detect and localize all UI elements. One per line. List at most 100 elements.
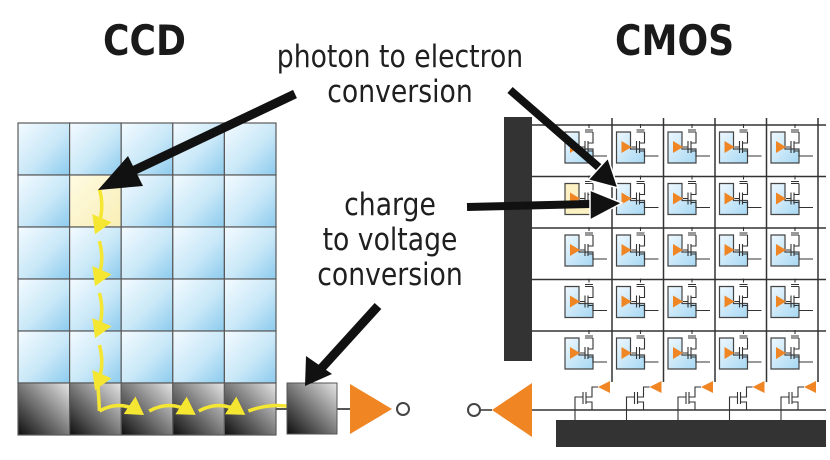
charge-path-horizontal-arrow: [148, 396, 196, 415]
pixel-amplifier-icon: [776, 295, 786, 308]
cmos-pixel: [770, 278, 813, 319]
pixel-transistor-icon: [786, 278, 813, 312]
pixel-amplifier-icon: [621, 141, 632, 153]
cmos-pixel: [564, 278, 607, 319]
pixel-amplifier-icon: [776, 192, 786, 205]
ccd-pixel: [172, 330, 226, 384]
column-amplifier-icon: [701, 381, 713, 393]
pixel-amplifier-icon: [673, 347, 683, 359]
photon-label-line2: conversion: [327, 74, 473, 110]
ccd-pixel: [120, 330, 174, 384]
ccd-amplifier-icon: [350, 384, 392, 434]
pixel-transistor-icon: [786, 175, 813, 209]
ccd-pixel: [68, 226, 122, 280]
cmos-pixel: [615, 124, 659, 164]
ccd-pixel: [172, 174, 226, 228]
charge-path-vertical-arrow: [92, 292, 112, 339]
column-switch-transistor-icon: [625, 386, 650, 420]
column-amplifier-stage: [677, 381, 713, 420]
cmos-row-select-bus: [504, 117, 532, 361]
pixel-transistor-icon: [734, 278, 762, 312]
column-amplifier-stage: [780, 381, 816, 420]
cmos-pixel: [667, 124, 710, 164]
cmos-pixel: [667, 278, 710, 319]
charge-label-line1: charge: [344, 187, 436, 223]
pixel-amplifier-icon: [724, 244, 735, 256]
cmos-column-bus: [556, 420, 826, 447]
column-switch-transistor-icon: [780, 386, 804, 420]
cmos-title: CMOS: [615, 16, 735, 65]
cmos-pixel: [718, 278, 762, 319]
cmos-pixel: [615, 227, 659, 267]
pixel-transistor-icon: [734, 124, 762, 157]
charge-path-vertical-arrow: [92, 240, 112, 287]
pixel-transistor-icon: [683, 124, 710, 157]
pixel-transistor-icon: [683, 175, 710, 209]
cmos-pixel: [718, 175, 762, 216]
cmos-column-amplifiers: [574, 381, 816, 420]
ccd-pixel-array: [17, 122, 277, 384]
cmos-pixel: [564, 330, 607, 370]
column-switch-transistor-icon: [677, 386, 701, 420]
column-amplifier-stage: [625, 381, 662, 420]
pixel-amplifier-icon: [776, 141, 786, 153]
pixel-amplifier-icon: [724, 192, 735, 205]
pixel-transistor-icon: [631, 330, 659, 363]
ccd-pixel: [223, 174, 277, 228]
ccd-output-node: [286, 382, 338, 435]
ccd-register-cell: [17, 382, 71, 436]
pixel-transistor-icon: [734, 330, 762, 363]
ccd-register-cell: [172, 382, 226, 436]
pixel-amplifier-icon: [570, 347, 580, 359]
cmos-pixel: [770, 175, 813, 216]
pixel-transistor-icon: [580, 124, 607, 157]
ccd-pixel: [223, 226, 277, 280]
ccd-pixel: [68, 278, 122, 332]
ccd-pixel: [120, 226, 174, 280]
cmos-pixel: [718, 124, 762, 164]
column-switch-transistor-icon: [574, 386, 598, 420]
column-amplifier-icon: [804, 381, 816, 393]
column-amplifier-icon: [752, 381, 765, 393]
cmos-pixel: [564, 227, 607, 267]
charge-path-horizontal-arrow: [98, 396, 145, 415]
ccd-register-cell: [68, 382, 122, 436]
charge-to-voltage-label: charge to voltage conversion: [295, 188, 484, 293]
pixel-amplifier-icon: [724, 295, 735, 308]
pixel-amplifier-icon: [673, 295, 683, 308]
pixel-amplifier-icon: [724, 347, 735, 359]
ccd-pixel: [17, 174, 71, 228]
ccd-register-cell: [120, 382, 174, 436]
pixel-transistor-icon: [786, 124, 813, 157]
pixel-transistor-icon: [631, 278, 659, 312]
photon-label-line1: photon to electron: [276, 39, 524, 75]
charge-path-horizontal-arrow: [197, 396, 246, 415]
pixel-amplifier-icon: [570, 244, 580, 256]
cmos-pixel: [770, 227, 813, 267]
pixel-transistor-icon: [734, 227, 762, 260]
pixel-transistor-icon: [580, 330, 607, 363]
cmos-pixel: [615, 278, 659, 319]
pixel-transistor-icon: [683, 227, 710, 260]
pixel-transistor-icon: [580, 278, 607, 312]
pixel-amplifier-icon: [621, 295, 632, 308]
cmos-pixel: [667, 175, 710, 216]
pixel-transistor-icon: [631, 175, 659, 209]
column-amplifier-icon: [598, 381, 610, 393]
cmos-pixel: [667, 227, 710, 267]
ccd-pixel: [17, 226, 71, 280]
cmos-pixel: [718, 227, 762, 267]
cmos-pixel: [770, 124, 813, 164]
photon-to-electron-label: photon to electron conversion: [245, 40, 555, 110]
ccd-pixel: [223, 122, 277, 176]
ccd-pixel: [120, 278, 174, 332]
pixel-amplifier-icon: [776, 347, 786, 359]
ccd-pixel: [172, 226, 226, 280]
pixel-amplifier-icon: [673, 192, 683, 205]
cmos-pixel: [615, 175, 659, 216]
charge-label-line3: conversion: [317, 257, 463, 293]
pixel-transistor-icon: [580, 227, 607, 260]
charge-path-corner: [95, 376, 102, 412]
pixel-transistor-icon: [734, 175, 762, 209]
